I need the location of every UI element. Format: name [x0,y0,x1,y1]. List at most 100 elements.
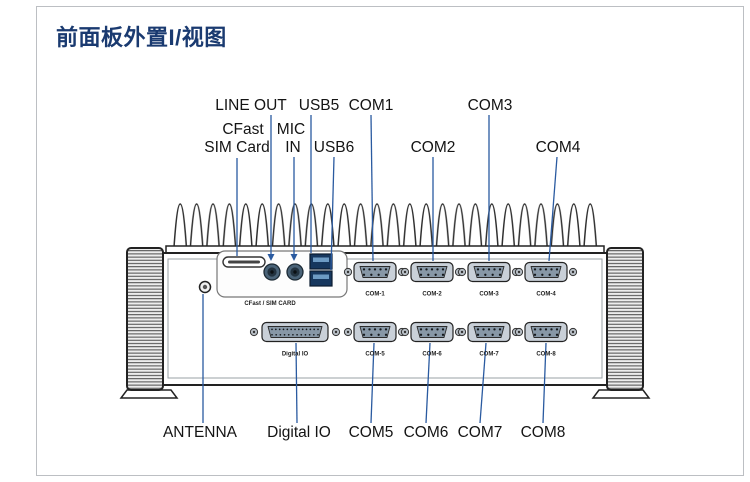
callout-com7: COM7 [458,424,503,441]
pin [271,333,273,336]
pin [362,328,366,331]
pin [309,328,312,331]
left-side-cap [126,247,164,391]
pin [425,268,428,271]
pin [493,328,496,331]
callout-digital-io: Digital IO [267,424,331,441]
callout-sim-card: SIM Card [204,139,269,156]
pin [419,268,423,271]
antenna-hole-center [202,284,208,290]
usb5-port-tongue [313,257,329,262]
pin [425,328,428,331]
com6-connector: COM-6 [400,321,464,358]
pin [427,333,430,336]
pin [362,333,366,336]
pin [274,328,277,331]
dsub-insert [473,266,505,278]
digital-io-leader-line [295,342,298,424]
callout-antenna: ANTENNA [163,424,238,441]
com8-connector: COM-8 [514,321,578,358]
pin [379,268,382,271]
pin [308,333,311,336]
pin [373,328,377,331]
pin [550,328,553,331]
pin [283,333,286,336]
dsub-insert [416,266,448,278]
pin [278,328,281,331]
pin [300,333,303,336]
com6-leader-line [425,342,431,424]
pin [476,328,480,331]
pin [297,328,300,331]
pin [317,328,319,331]
port-label: COM-7 [479,352,499,358]
jack-screw-center [346,330,350,334]
pin [555,328,559,331]
pin [493,268,496,271]
line-out-jack-hole [270,270,274,274]
pin [304,333,307,336]
pin [498,328,502,331]
pin [290,328,293,331]
pin [487,268,491,271]
pin [487,328,491,331]
dsub-insert [267,326,323,338]
pin [541,333,544,336]
usb6-leader-line [330,156,335,271]
pin [419,273,423,276]
pin [441,268,445,271]
pin [419,328,423,331]
jack-screw-center [571,270,575,274]
pin [384,333,388,336]
callout-com4: COM4 [536,139,581,156]
pin [482,328,485,331]
pin [441,273,445,276]
pin [491,273,494,276]
pin [555,268,559,271]
pin [370,273,373,276]
callout-com6: COM6 [404,424,449,441]
pin [544,328,548,331]
callout-line-out: LINE OUT [215,97,287,114]
jack-screw-center [334,330,338,334]
cfast-sim-slot-opening [228,260,260,264]
pin [533,273,537,276]
right-side-cap [606,247,644,391]
pin [533,328,537,331]
pin [476,273,480,276]
port-label: COM-6 [422,352,442,358]
pin [482,268,485,271]
pin [370,333,373,336]
pin [419,333,423,336]
pin [384,328,388,331]
pin [476,333,480,336]
jack-screw-center [517,330,521,334]
pin [427,273,430,276]
pin [491,333,494,336]
dsub-insert [416,326,448,338]
mic-in-jack-hole [293,270,297,274]
pin [286,328,289,331]
pin [430,268,434,271]
pin [434,333,437,336]
mic-in-arrowhead-icon [290,254,298,261]
pin [544,268,548,271]
com4-leader-line [548,156,558,262]
pin [434,273,437,276]
jack-screw-center [460,330,464,334]
pin [373,268,377,271]
front-panel-face [167,258,603,379]
pin [282,328,285,331]
jack-screw-center [346,270,350,274]
pin [292,333,294,336]
pin [313,328,316,331]
pin [533,268,537,271]
com1-leader-line [370,114,374,262]
port-label: COM-2 [422,292,442,298]
jack-screw-center [460,270,464,274]
port-label: COM-5 [365,352,385,358]
heatsink-fins [172,201,598,247]
page-title: 前面板外置I/视图 [56,25,227,50]
com5-connector: COM-5 [343,321,407,358]
